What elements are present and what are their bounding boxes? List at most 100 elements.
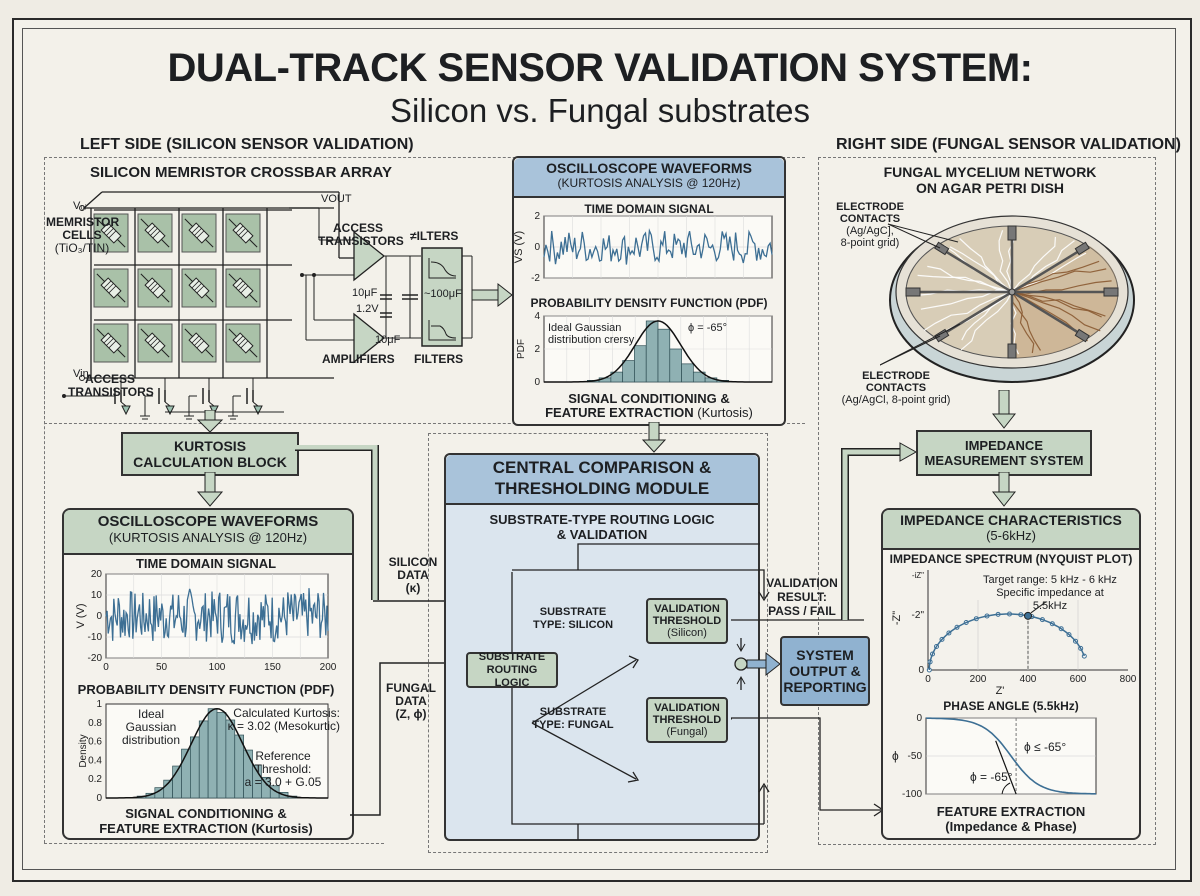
label-line: ELECTRODE (836, 201, 904, 213)
y-axis-label: -Z" (891, 611, 903, 625)
label-line: Reference Threshold: (254, 749, 312, 776)
y-tick-label: 0 (916, 714, 922, 724)
y-tick-label: 1 (96, 699, 102, 710)
silicon-gaussian-label: Ideal Gaussian distribution (118, 708, 184, 747)
label-line: VALIDATION (654, 603, 720, 615)
amplifiers-label: AMPLIFIERS (322, 352, 395, 366)
center-region (428, 433, 768, 853)
y-axis-label: Density (78, 734, 89, 767)
y-tick-label: 20 (91, 569, 103, 580)
memristor-material-label: (TiO₃/TIN) (54, 241, 110, 255)
cap-label-3: 10μF (375, 334, 401, 346)
validation-result-label: VALIDATION RESULT: PASS / FAIL (762, 576, 842, 618)
hypha (1011, 280, 1112, 294)
petri-dish-illustration (889, 215, 1135, 383)
memristor-grid (90, 208, 292, 378)
electrode-contacts-bottom-label: ELECTRODE CONTACTS (Ag/AgCl, 8-point gri… (828, 370, 964, 406)
memristor-icon (140, 273, 170, 303)
histogram-bar (622, 360, 635, 383)
y-tick-label: 0 (534, 242, 540, 253)
histogram-bar (669, 348, 682, 383)
nyquist-curve (928, 613, 1085, 670)
y-tick-label: -50 (908, 751, 923, 762)
label-line: SUBSTRATE-TYPE ROUTING LOGIC (489, 512, 715, 527)
y-tick-label: 2 (534, 212, 540, 222)
label-line: (Ag/AgC], (846, 225, 894, 237)
vin-label: Vin (73, 368, 89, 380)
label-line: distribution crersy (548, 334, 635, 346)
y-axis-label: PDF (516, 339, 527, 359)
y-tick-label: -10 (88, 632, 103, 643)
label-line: THRESHOLD (652, 714, 722, 726)
label-line: TRANSISTORS (68, 385, 154, 399)
x-tick-label: 800 (1120, 674, 1137, 685)
hypha (1011, 291, 1035, 354)
phase-title: PHASE ANGLE (5.5kHz) (943, 699, 1079, 713)
y-axis-label: ϕ (892, 749, 899, 763)
right-side-label: RIGHT SIDE (FUNGAL SENSOR VALIDATION) (836, 136, 1181, 153)
tangent-line (995, 740, 1017, 795)
label-line: (κ) (405, 581, 421, 595)
label-line: RESULT: (777, 590, 827, 604)
memristor-cell (137, 323, 173, 363)
hypha (1006, 231, 1015, 293)
memristor-icon (184, 218, 214, 248)
x-tick-label: 600 (1070, 674, 1087, 685)
filters-bottom-label: FILTERS (414, 352, 464, 366)
cap-label-2: 1.2V (356, 303, 379, 315)
top-pdf-title: PROBABILITY DENSITY FUNCTION (PDF) (530, 296, 768, 310)
label-line: (Kurtosis) (693, 405, 753, 420)
arrow-down-icon (991, 472, 1017, 507)
top-time-chart: 20-2VS (V) (514, 212, 773, 284)
hypha (998, 230, 1013, 293)
page-title: DUAL-TRACK SENSOR VALIDATION SYSTEM: (167, 46, 1033, 90)
validation-threshold-fungal: VALIDATION THRESHOLD (Fungal) (646, 697, 728, 743)
diode-icon (253, 405, 263, 416)
label-line: Target range: 5 kHz - 6 kHz (983, 574, 1117, 586)
filters-value-label: ~100μF (424, 288, 462, 300)
histogram-bar (190, 736, 200, 799)
right-region (818, 157, 1156, 845)
label-line: Gaussian (125, 720, 177, 734)
label-line: SIGNAL CONDITIONING & (568, 391, 730, 406)
fungal-data-label: FUNGAL DATA (Z, ϕ) (386, 682, 436, 721)
access-transistors (62, 378, 263, 420)
label-line: SUBSTRATE (539, 606, 607, 618)
y-tick-label: 2 (534, 344, 540, 355)
hypha (1011, 236, 1056, 293)
label-line: REPORTING (783, 679, 867, 695)
hypha (959, 238, 1013, 293)
module-title: THRESHOLDING MODULE (494, 479, 710, 498)
panel-title: IMPEDANCE CHARACTERISTICS (900, 512, 1122, 528)
central-comparison-module: CENTRAL COMPARISON & THRESHOLDING MODULE… (444, 453, 760, 841)
label-line: ACCESS (84, 372, 135, 386)
annotation-pointer (1030, 601, 1047, 614)
hypha (1011, 291, 1101, 332)
panel-subtitle: (KURTOSIS ANALYSIS @ 120Hz) (108, 530, 308, 545)
y-tick-label: 0.8 (88, 718, 102, 729)
memristor-icon (140, 328, 170, 358)
label-line: ON AGAR PETRI DISH (915, 180, 1065, 196)
highlight-point (1024, 611, 1032, 620)
label-line: distribution (121, 733, 181, 747)
label-line: ACCESS (332, 221, 383, 235)
validation-pipe (841, 442, 918, 620)
x-tick-label: 200 (320, 662, 337, 673)
reference-threshold-label: Reference Threshold: a = 3.0 + G.05 (226, 750, 340, 789)
y-tick-label: -iZ" (912, 571, 924, 580)
hypha (917, 274, 1013, 293)
label-line: (Fungal) (666, 726, 708, 738)
x-axis-label: Z' (996, 685, 1005, 696)
label-line: VALIDATION (654, 702, 720, 714)
dish-title: FUNGAL MYCELIUM NETWORK ON AGAR PETRI DI… (830, 164, 1150, 196)
label-line: 8-point grid) (840, 237, 900, 249)
label-line: SUBSTRATE (478, 650, 546, 663)
gaussian-curve (544, 320, 772, 383)
module-title: CENTRAL COMPARISON & (492, 458, 712, 477)
electrode-contacts (905, 225, 1119, 359)
label-line: CONTACTS (865, 382, 927, 394)
